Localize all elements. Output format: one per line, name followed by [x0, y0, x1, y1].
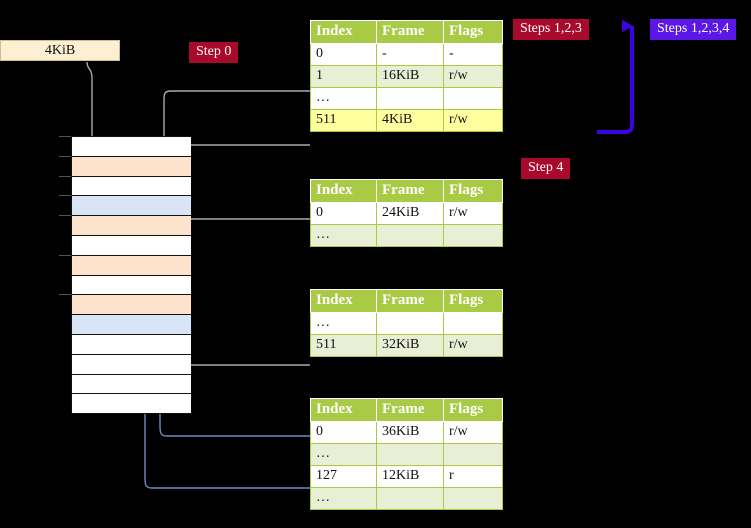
memory-block	[72, 335, 191, 355]
wire-memory-to-table2	[172, 311, 310, 366]
table-cell: …	[310, 443, 377, 466]
table-cell: 0	[310, 202, 377, 225]
memory-block	[72, 176, 191, 197]
column-header-flags: Flags	[443, 179, 503, 203]
memory-tick	[59, 136, 71, 137]
table-cell: 32KiB	[376, 334, 444, 357]
table-row: …	[310, 312, 503, 335]
table-row: …	[310, 224, 503, 247]
table-cell: 4KiB	[376, 109, 444, 132]
table-cell: r	[443, 465, 503, 488]
table-cell: …	[310, 87, 377, 110]
column-header-frame: Frame	[376, 289, 444, 313]
memory-block	[72, 236, 191, 256]
memory-tick	[59, 155, 71, 157]
table-cell	[376, 87, 444, 110]
table-cell: …	[310, 312, 377, 335]
memory-block	[72, 156, 191, 177]
memory-block	[72, 137, 191, 157]
memory-tick	[59, 294, 71, 296]
virtual-address-caption: 4KiB	[0, 40, 120, 61]
table-cell	[443, 487, 503, 510]
table-row: …	[310, 87, 503, 110]
wire-table0-row511-to-memory	[171, 144, 310, 167]
table-cell: …	[310, 224, 377, 247]
memory-block	[72, 374, 191, 395]
table-cell	[443, 224, 503, 247]
memory-tick	[59, 254, 71, 256]
table-cell	[376, 443, 444, 466]
physical-memory-column	[71, 136, 191, 415]
memory-block	[72, 196, 191, 217]
table-cell: 24KiB	[376, 202, 444, 225]
memory-block	[72, 354, 191, 375]
table-cell: r/w	[443, 334, 503, 357]
memory-tick	[59, 215, 71, 217]
table-cell: 36KiB	[376, 421, 444, 444]
memory-tick	[59, 175, 71, 177]
column-header-flags: Flags	[443, 289, 503, 313]
table-cell: 511	[310, 109, 377, 132]
table-cell: r/w	[443, 202, 503, 225]
column-header-index: Index	[310, 179, 377, 203]
table-cell: r/w	[443, 109, 503, 132]
table-cell: 16KiB	[376, 65, 444, 88]
badge-steps-1234: Steps 1,2,3,4	[650, 19, 737, 40]
table-cell: r/w	[443, 65, 503, 88]
table-cell	[443, 312, 503, 335]
column-header-flags: Flags	[443, 20, 503, 44]
column-header-frame: Frame	[376, 20, 444, 44]
column-header-index: Index	[310, 398, 377, 422]
table-cell	[376, 487, 444, 510]
wire-steps-loop-arrow	[597, 19, 634, 134]
column-header-index: Index	[310, 20, 377, 44]
table-row: …	[310, 443, 503, 466]
table-cell: 0	[310, 421, 377, 444]
memory-block	[72, 216, 191, 236]
table-cell	[376, 224, 444, 247]
badge-steps-123: Steps 1,2,3	[513, 19, 589, 40]
column-header-index: Index	[310, 289, 377, 313]
table-cell: -	[443, 43, 503, 66]
table-cell: 1	[310, 65, 377, 88]
badge-step-4: Step 4	[521, 158, 571, 179]
table-cell: r/w	[443, 421, 503, 444]
table-cell	[443, 87, 503, 110]
table-cell	[376, 312, 444, 335]
table-cell: 0	[310, 43, 377, 66]
memory-block	[72, 255, 191, 276]
table-cell: -	[376, 43, 444, 66]
column-header-frame: Frame	[376, 398, 444, 422]
table-cell: …	[310, 487, 377, 510]
memory-tick	[59, 195, 71, 197]
table-cell	[443, 443, 503, 466]
column-header-flags: Flags	[443, 398, 503, 422]
table-cell: 12KiB	[376, 465, 444, 488]
table-cell: 127	[310, 465, 377, 488]
memory-block	[72, 275, 191, 296]
memory-block	[72, 295, 191, 316]
wire-table1-row0-to-memory	[178, 218, 310, 262]
column-header-frame: Frame	[376, 179, 444, 203]
table-row: 0--	[310, 43, 503, 66]
badge-step-0: Step 0	[189, 42, 239, 63]
memory-block	[72, 315, 191, 335]
table-cell: 511	[310, 334, 377, 357]
memory-block	[72, 394, 191, 415]
table-row: …	[310, 487, 503, 510]
